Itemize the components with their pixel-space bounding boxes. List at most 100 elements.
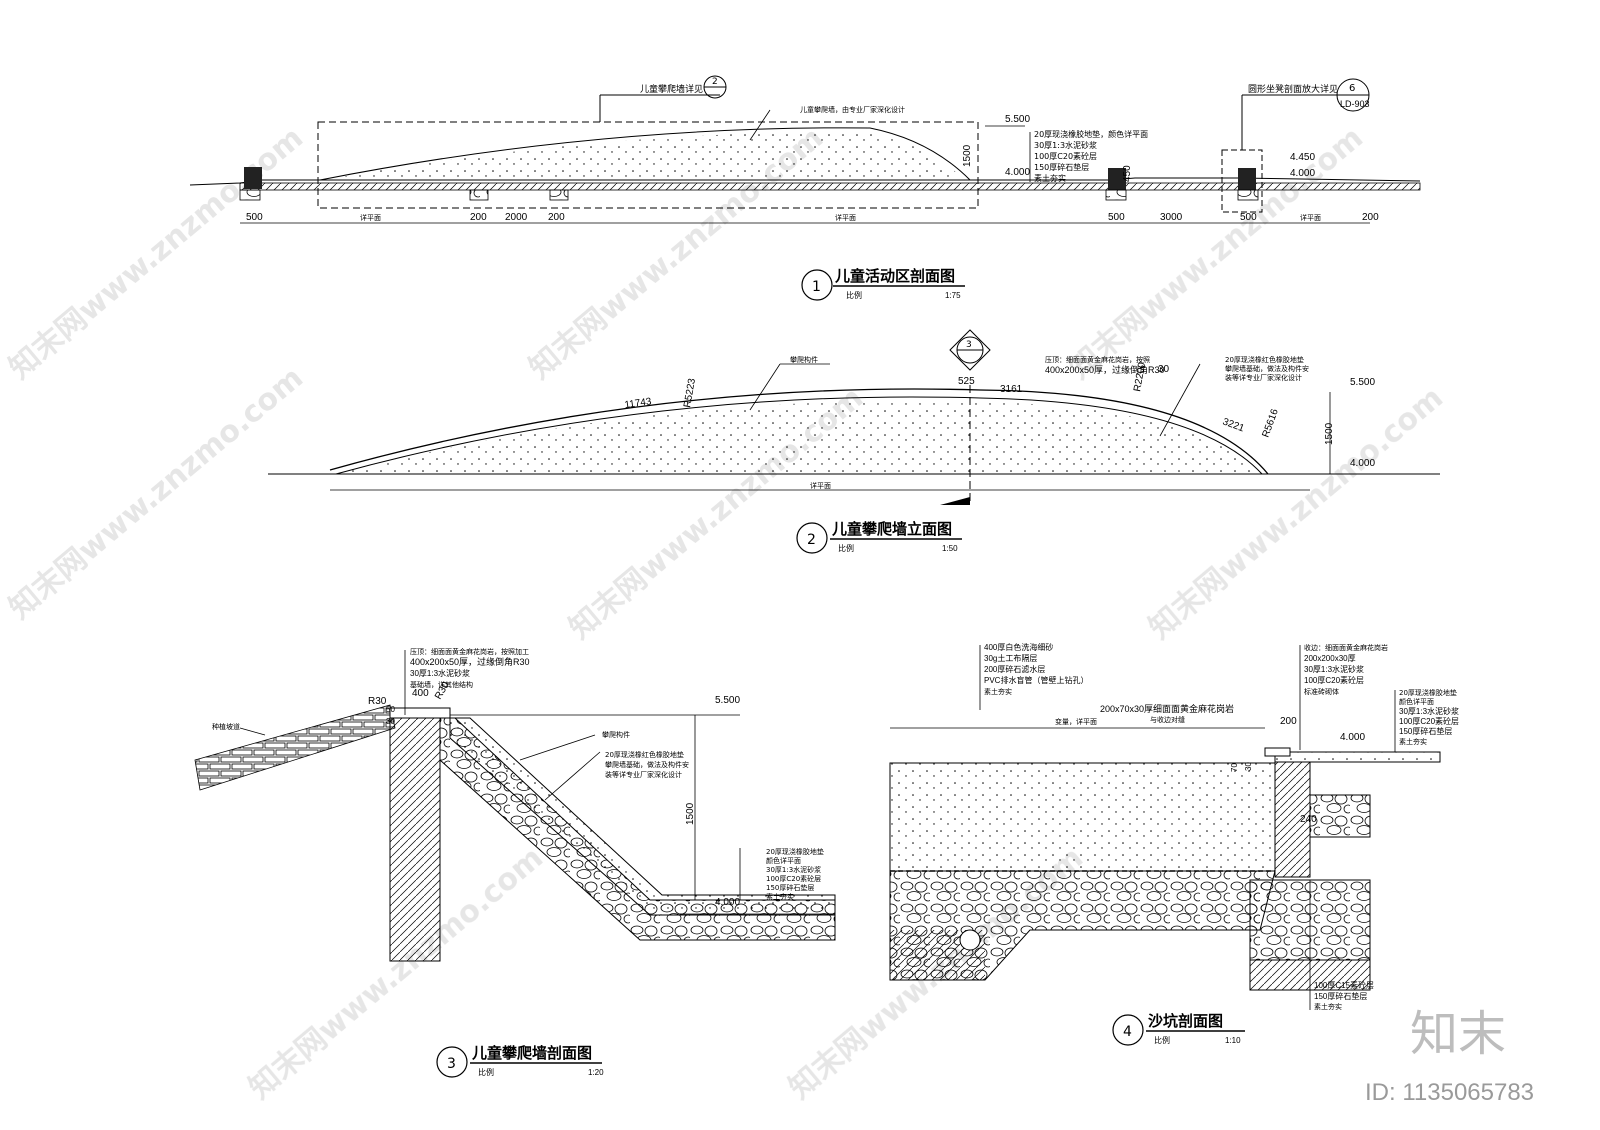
dim-label: 200: [1280, 716, 1297, 727]
elev-base: 4.000: [715, 897, 740, 908]
rubber-note: 颜色详平面: [1399, 697, 1434, 706]
dim-label: 240: [1300, 814, 1317, 825]
elev-base: 4.000: [1350, 458, 1375, 469]
watermark-text: 知末网www.znzmo.com: [1063, 120, 1370, 386]
ref-climb-num: 2: [712, 77, 718, 87]
ref-bench-num: 6: [1349, 83, 1355, 94]
layer-note: 素土夯实: [1034, 173, 1066, 183]
note-surface: 装等详专业厂家深化设计: [1225, 373, 1302, 382]
title-text: 沙坑剖面图: [1148, 1012, 1223, 1030]
note-part: 攀爬构件: [790, 355, 818, 364]
dim-label: 50: [386, 705, 395, 714]
layer-notes: 20厚现浇橡胶地垫，颜色详平面 30厚1:3水泥砂浆 100厚C20素砼层 15…: [1034, 129, 1148, 183]
curb-note: 200x200x30厚: [1304, 654, 1356, 663]
logo-text: 知末: [1410, 1006, 1506, 1062]
watermark-text: 知末网www.znzmo.com: [1143, 380, 1450, 646]
layer-note: 颜色详平面: [766, 856, 801, 865]
dim-label: 400: [412, 688, 429, 699]
height-dim: 1500: [962, 144, 973, 167]
scale-label: 比例: [478, 1067, 494, 1077]
section-2-climbing-wall-elevation: 3 详平面 11743 R5223 525 3161 R2200 30 3221…: [268, 329, 1440, 554]
dim-label: 200: [1362, 212, 1379, 223]
rubber-note: 素土夯实: [1399, 737, 1427, 746]
title-block-2: 2 儿童攀爬墙立面图 比例 1:50: [796, 520, 962, 554]
sand-note: 400厚白色洗海细砂: [984, 642, 1053, 652]
note-surface: 20厚现浇橡红色橡胶地垫: [1225, 355, 1304, 364]
layer-note: 150厚碎石垫层: [1034, 162, 1089, 172]
title-block-1: 1 儿童活动区剖面图 比例 1:75: [801, 267, 965, 301]
edge-note: 200x70x30厚细面面黄金麻花岗岩: [1100, 703, 1234, 714]
elev-label: 4.000: [1340, 732, 1365, 743]
cap-note: 30厚1:3水泥砂浆: [410, 668, 470, 678]
title-number: 2: [807, 532, 816, 548]
layer-note: 20厚现浇橡胶地垫，颜色详平面: [1034, 129, 1148, 139]
layer-note: 100厚C20素砼层: [766, 874, 821, 883]
radius-label: R30: [368, 696, 387, 707]
elev-top: 5.500: [715, 695, 740, 706]
layer-note: 20厚现浇橡胶地垫: [766, 847, 824, 856]
dim-label: 500: [246, 212, 263, 223]
dim-label: 525: [958, 376, 975, 387]
elev-top: 5.500: [1350, 377, 1375, 388]
layer-note: 100厚C20素砼层: [1034, 151, 1097, 161]
watermark-logo: 知末 ID: 1135065783: [1365, 1006, 1534, 1106]
scale-label: 比例: [846, 290, 862, 300]
title-text: 儿童攀爬墙剖面图: [471, 1044, 592, 1062]
scale-value: 1:50: [942, 544, 958, 553]
title-number: 3: [447, 1056, 456, 1072]
dim-label: 200: [470, 212, 487, 223]
dim-label: 500: [1108, 212, 1125, 223]
layer-note: 素土夯实: [766, 892, 794, 901]
layer-note: 30厚1:3水泥砂浆: [1034, 140, 1097, 150]
planting-note: 种植坡道: [212, 722, 240, 731]
arc-label: 3161: [1000, 384, 1023, 395]
dim-label: 30: [386, 717, 395, 726]
plan-ref: 详平面: [360, 213, 381, 222]
radius-label: R2200: [1132, 361, 1148, 392]
curb-note: 标准砖砌体: [1304, 687, 1339, 696]
section-4-sandpit-section: 400厚白色洗海细砂 30g土工布隔层 200厚碎石滤水层 PVC排水盲管（管壁…: [889, 642, 1459, 1046]
edge-note: 与收边对缝: [1150, 715, 1185, 724]
height-dim: 1500: [1324, 422, 1335, 445]
sand-note: PVC排水盲管（管壁上钻孔）: [984, 675, 1088, 685]
mid-note: 攀爬墙基础，做法及构件安: [605, 760, 689, 769]
part-note: 攀爬构件: [602, 730, 630, 739]
mid-note: 装等详专业厂家深化设计: [605, 770, 682, 779]
curb-dim: 450: [1122, 165, 1133, 182]
elev-bench2: 4.000: [1290, 168, 1315, 179]
title-block-3: 3 儿童攀爬墙剖面图 比例 1:20: [436, 1044, 604, 1078]
cap-note: 基础墙，详其他结构: [410, 680, 473, 689]
plan-ref: 详平面: [835, 213, 856, 222]
rubber-note: 20厚现浇橡胶地垫: [1399, 688, 1457, 697]
id-text: ID: 1135065783: [1365, 1079, 1534, 1106]
cap-note: 压顶：细面面黄金麻花岗岩，按照加工: [410, 647, 529, 656]
scale-value: 1:10: [1225, 1036, 1241, 1045]
arc-label: 11743: [624, 396, 653, 411]
scale-value: 1:20: [588, 1068, 604, 1077]
radius-label: R5223: [682, 377, 698, 408]
title-block-4: 4 沙坑剖面图 比例 1:10: [1112, 1012, 1245, 1046]
title-text: 儿童活动区剖面图: [834, 267, 955, 285]
elev-top: 5.500: [1005, 114, 1030, 125]
base-note: 素土夯实: [1314, 1002, 1342, 1011]
elev-base: 4.000: [1005, 167, 1030, 178]
title-text: 儿童攀爬墙立面图: [831, 520, 952, 538]
dim-label: 3000: [1160, 212, 1183, 223]
section-1-activity-area: 儿童攀爬墙详见 2 圆形坐凳剖面放大详见 6 LD-903 儿童攀爬墙，由专业厂…: [189, 75, 1421, 301]
dim-label: 500: [1240, 212, 1257, 223]
layer-note: 150厚碎石垫层: [766, 883, 814, 892]
mid-note: 20厚现浇橡红色橡胶地垫: [605, 750, 684, 759]
sand-note: 200厚碎石滤水层: [984, 664, 1045, 674]
watermark-text: 知末网www.znzmo.com: [3, 360, 310, 626]
curb-note: 收边：细面面黄金麻花岗岩: [1304, 643, 1388, 652]
elev-bench1: 4.450: [1290, 152, 1315, 163]
base-note: 100厚C15素砼层: [1314, 980, 1374, 990]
dim-label: 70: [1230, 763, 1239, 772]
rubber-note: 100厚C20素砼层: [1399, 716, 1459, 726]
scale-value: 1:75: [945, 291, 961, 300]
dim-label: 200: [548, 212, 565, 223]
curb-note: 30厚1:3水泥砂浆: [1304, 664, 1364, 674]
dim-label: 30: [1244, 762, 1253, 771]
base-note: 150厚碎石垫层: [1314, 991, 1367, 1001]
dimension-labels: 500 200 2000 200 500 3000 500 200: [246, 212, 1379, 223]
